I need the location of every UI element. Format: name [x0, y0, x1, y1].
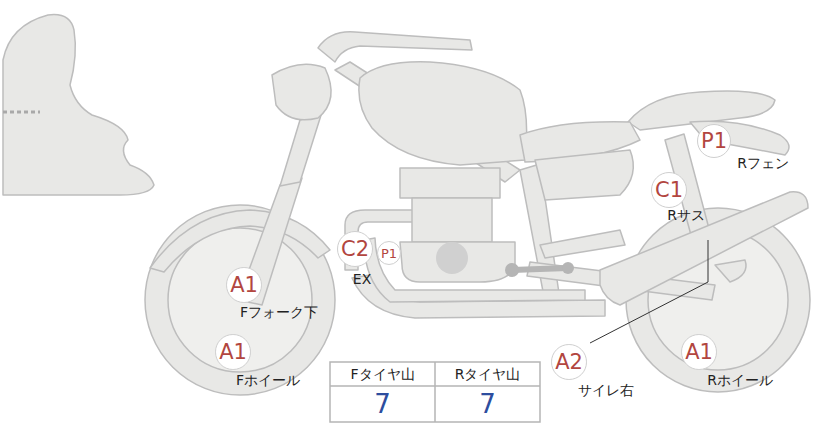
part-name: Fフォーク下 — [240, 305, 318, 320]
part-name: Rサス — [667, 208, 705, 223]
damage-callout: A1Rホイール — [681, 334, 717, 370]
callout-code: P1 — [697, 124, 731, 158]
callout-code: A1 — [681, 334, 717, 370]
table-value: 7 — [331, 387, 434, 421]
part-name: Rホイール — [707, 373, 773, 388]
damage-callout: A1Fフォーク下 — [226, 267, 262, 303]
part-name: サイレ右 — [578, 383, 634, 398]
part-name: Rフェン — [737, 156, 789, 171]
damage-callout: A2サイレ右 — [551, 344, 587, 380]
part-name: EX — [353, 272, 371, 287]
table-header: Fタイヤ山 — [331, 363, 434, 386]
part-name: Fホイール — [236, 373, 300, 388]
table-value: 7 — [436, 387, 539, 421]
damage-callout: C1Rサス — [651, 172, 687, 208]
damage-callout: C2EX — [337, 231, 373, 267]
callout-code: C2 — [337, 231, 373, 267]
callout-code: A1 — [215, 334, 251, 370]
callout-code: C1 — [651, 172, 687, 208]
callout-code: A1 — [226, 267, 262, 303]
table-header: Rタイヤ山 — [436, 363, 539, 386]
callout-code: P1 — [377, 241, 401, 265]
damage-callout: P1Rフェン — [697, 124, 731, 158]
damage-callout: P1 — [377, 241, 401, 265]
damage-callout: A1Fホイール — [215, 334, 251, 370]
table-frame — [330, 362, 540, 422]
callout-code: A2 — [551, 344, 587, 380]
